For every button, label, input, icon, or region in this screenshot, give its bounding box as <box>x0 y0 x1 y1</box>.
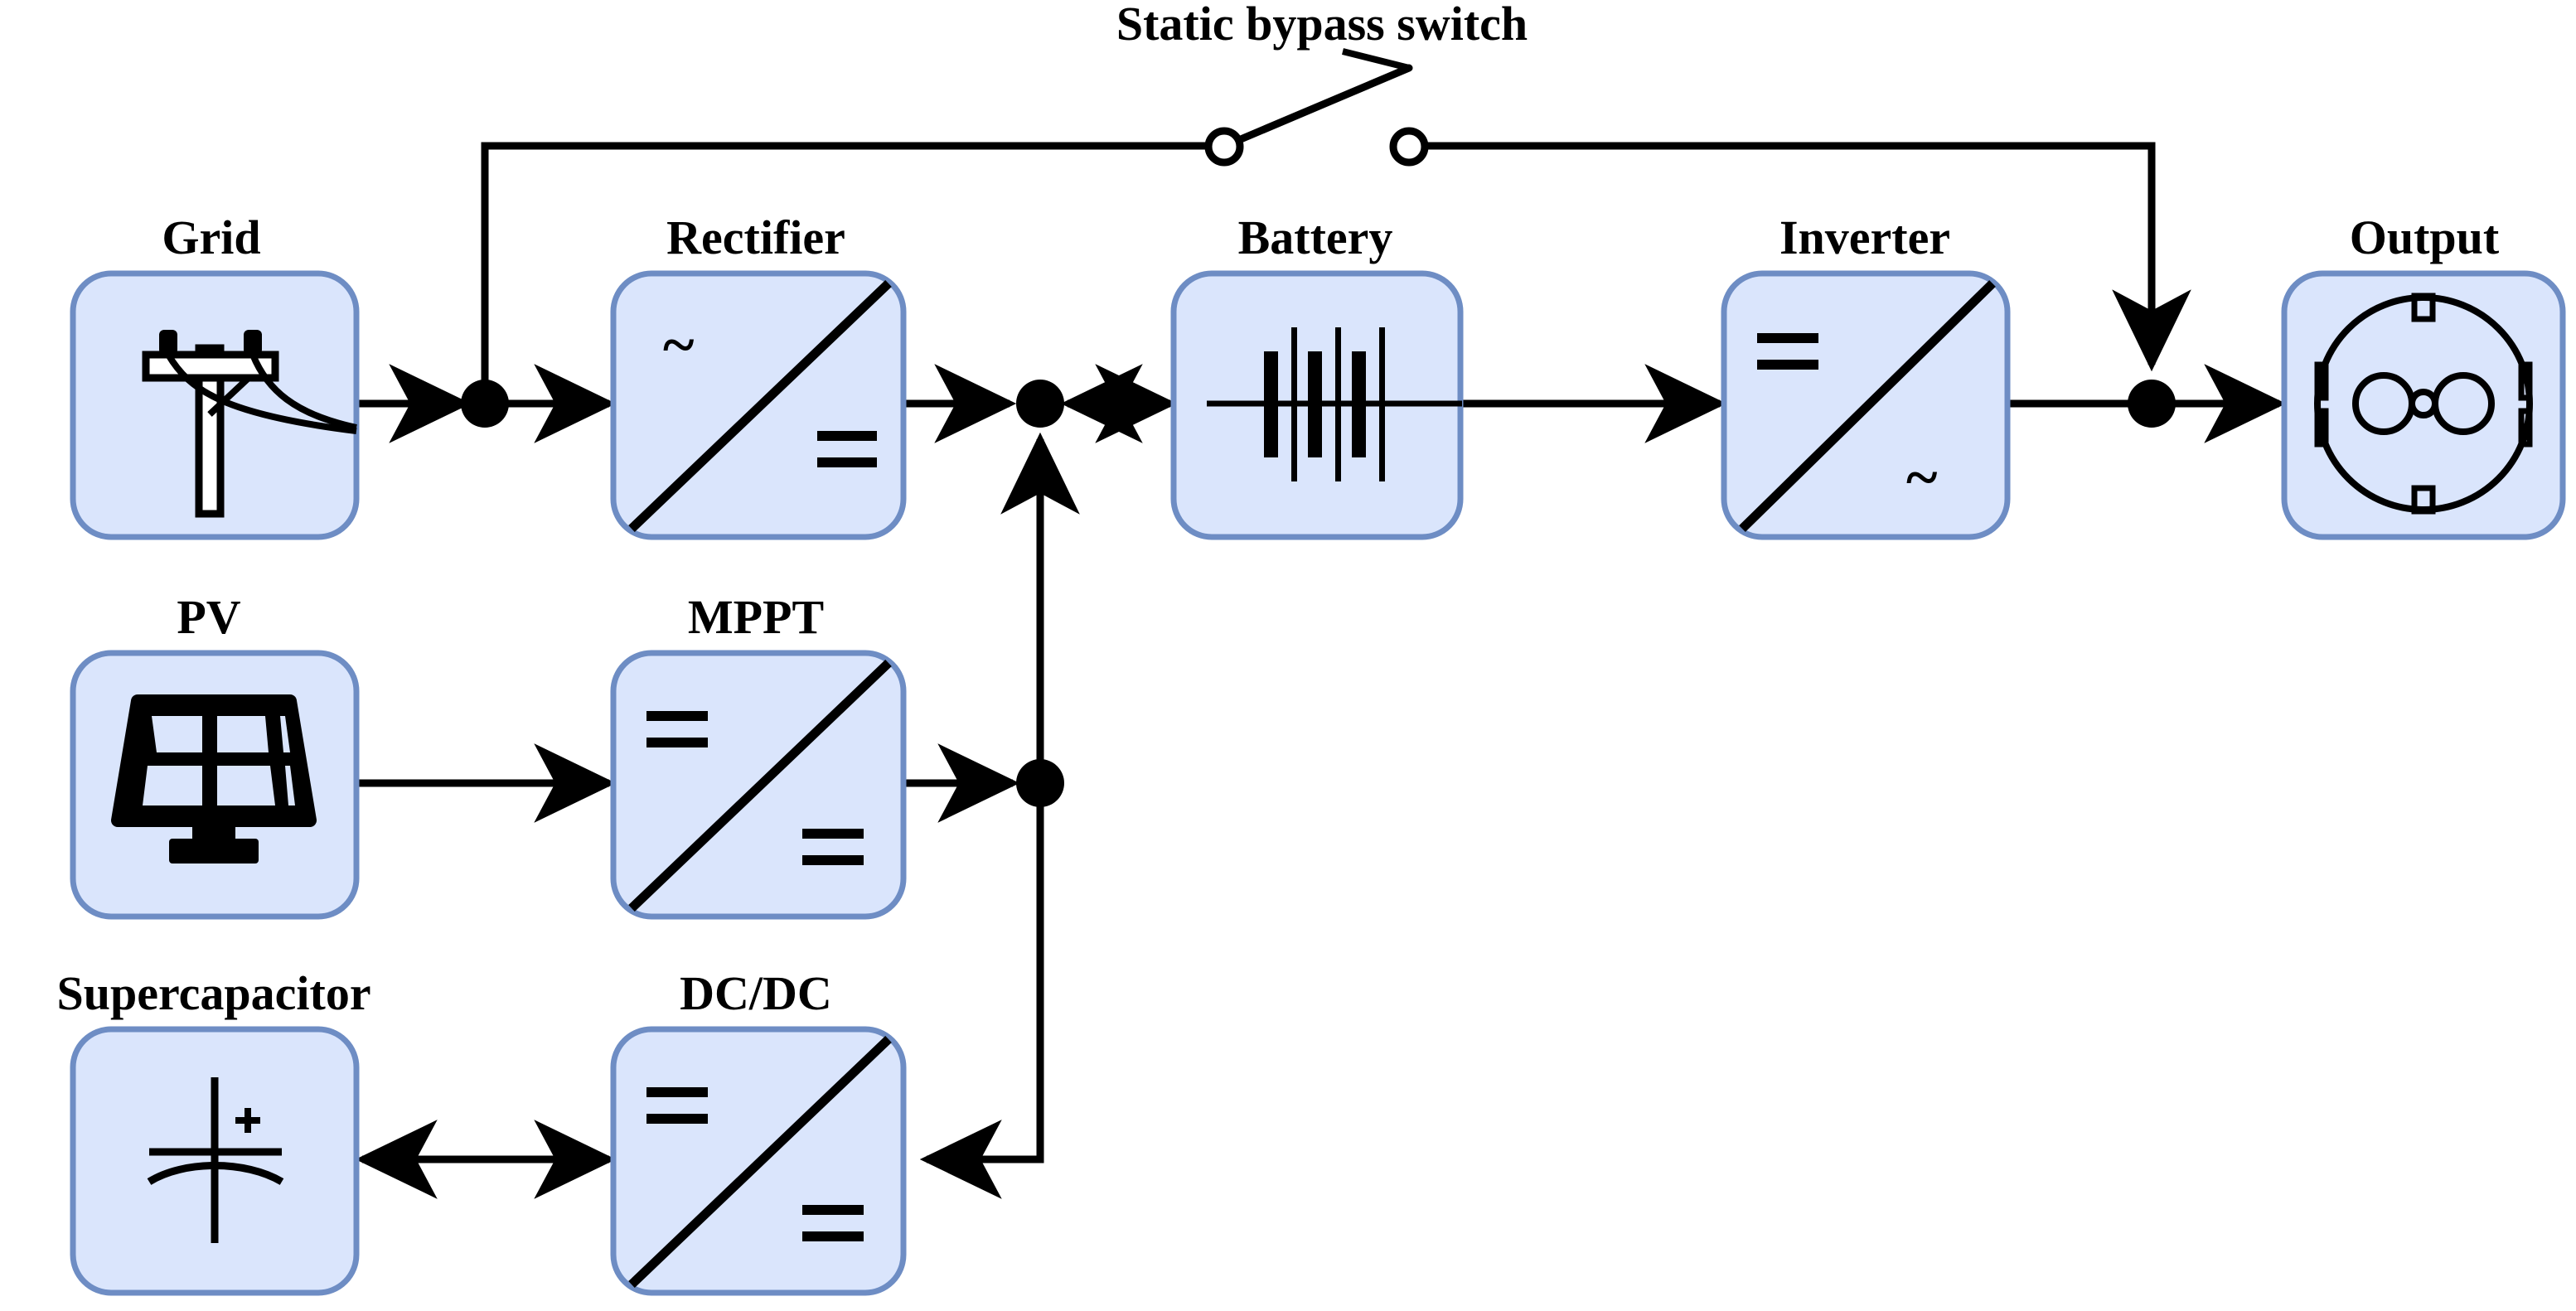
mppt-dc-output-symbol <box>802 829 864 865</box>
block-dcdc-label: DC/DC <box>680 966 832 1020</box>
static-bypass-switch-label: Static bypass switch <box>1116 0 1528 51</box>
block-inverter[interactable]: Inverter ~ <box>1721 210 2011 540</box>
rectifier-ac-symbol: ~ <box>663 312 694 378</box>
block-pv-label: PV <box>177 590 240 644</box>
solar-panel-icon <box>111 694 317 864</box>
block-supercapacitor-label: Supercapacitor <box>56 966 370 1020</box>
block-mppt[interactable]: MPPT <box>610 590 907 920</box>
switch-lever[interactable] <box>1237 64 1413 143</box>
block-battery[interactable]: Battery <box>1170 210 1464 540</box>
block-grid-label: Grid <box>162 210 260 264</box>
ac-output-junction[interactable] <box>2128 380 2176 428</box>
wire-bypass-left <box>481 142 1206 404</box>
switch-leader-line <box>1342 48 1410 71</box>
dcdc-diagonal <box>628 1036 892 1288</box>
static-bypass-switch[interactable]: Static bypass switch <box>1116 0 1528 167</box>
inverter-diagonal <box>1739 280 1996 532</box>
block-rectifier[interactable]: Rectifier ~ <box>610 210 907 540</box>
polarized-capacitor-icon <box>147 1077 284 1243</box>
dcdc-dc-input-symbol <box>646 1087 708 1124</box>
mppt-output-junction[interactable] <box>1016 759 1064 807</box>
wiring-layer <box>355 142 2287 1199</box>
block-inverter-label: Inverter <box>1779 210 1950 264</box>
block-output[interactable]: Output <box>2281 210 2566 540</box>
block-output-box[interactable] <box>2281 270 2566 540</box>
dcdc-dc-output-symbol <box>802 1205 864 1241</box>
block-mppt-label: MPPT <box>688 590 824 644</box>
block-output-label: Output <box>2350 210 2500 264</box>
utility-pole-icon <box>142 330 357 518</box>
switch-left-terminal[interactable] <box>1204 127 1244 167</box>
wire-bypass-right <box>1427 142 2191 372</box>
power-socket-icon <box>2314 293 2533 515</box>
block-supercapacitor[interactable]: Supercapacitor <box>56 966 371 1296</box>
mppt-diagonal <box>628 660 892 912</box>
switch-right-terminal[interactable] <box>1389 127 1429 167</box>
rectifier-dc-symbol <box>817 431 877 467</box>
block-grid[interactable]: Grid <box>70 210 360 540</box>
wire-mpptnode-to-dcdc <box>919 783 1044 1199</box>
battery-cells-icon <box>1207 327 1462 481</box>
inverter-ac-symbol: ~ <box>1906 444 1937 510</box>
dc-bus-junction[interactable] <box>1016 380 1064 428</box>
rectifier-diagonal <box>628 280 892 532</box>
block-pv[interactable]: PV <box>70 590 360 920</box>
block-dcdc[interactable]: DC/DC <box>610 966 907 1296</box>
block-rectifier-label: Rectifier <box>666 210 845 264</box>
junction-nodes <box>461 380 2176 807</box>
block-battery-label: Battery <box>1238 210 1393 264</box>
inverter-dc-symbol <box>1757 333 1818 370</box>
ac-bus-junction[interactable] <box>461 380 509 428</box>
mppt-dc-input-symbol <box>646 711 708 747</box>
